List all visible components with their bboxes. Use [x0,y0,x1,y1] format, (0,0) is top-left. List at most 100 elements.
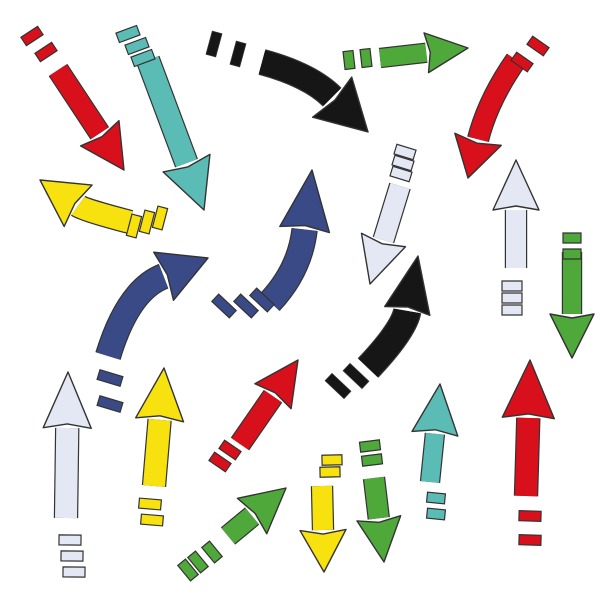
arrow-shaft-fill [55,427,79,519]
green-arrow-down-right [549,232,595,359]
arrow-up-right-icon [236,487,287,535]
arrow-up-icon [411,383,459,437]
arrow-dash [137,497,163,511]
arrow-dash [151,205,169,231]
arrow-dash [342,49,356,71]
arrow-dash [425,507,447,521]
arrow-shaft-fill [421,432,444,483]
arrow-down-icon [356,515,402,563]
arrow-up-right-icon [254,359,299,410]
arrow-dash [501,292,523,304]
arrow-dash [200,540,224,564]
arrow-dash [389,165,413,183]
arrow-dash [391,154,415,172]
arrow-up-icon [501,359,555,420]
arrow-shaft-fill [312,485,334,531]
arrow-down-icon [549,313,595,359]
arrow-shaft-fill [231,390,282,450]
teal-arrow-top [115,24,211,211]
arrow-shaft-fill [49,64,109,139]
navy-curved-arrow-left [95,251,209,414]
arrow-dash [96,394,124,414]
arrow-dash [324,372,352,400]
arrow-dash [425,491,447,505]
yellow-curved-arrow-left [39,179,169,239]
arrow-dash [342,362,370,390]
arrow-dash [358,439,382,453]
arrow-dash [186,550,210,574]
curved-arrow-icon [384,255,431,317]
green-arrow-bottom-center [356,439,402,563]
black-curved-arrow-top [205,30,369,133]
arrow-dash [139,513,165,527]
arrow-right-icon [423,32,469,74]
red-curved-arrow-right [454,35,550,179]
teal-arrow-bottom-right [411,383,459,521]
arrow-dash [208,451,232,473]
arrow-dash [393,143,417,161]
arrow-up-icon [492,159,540,211]
arrow-down-right-icon [79,119,125,171]
arrow-dash [34,41,58,63]
red-arrow-center-bottom [208,359,299,473]
arrow-dash [130,48,156,68]
arrow-shaft-fill [221,508,259,544]
pale-arrow-up-right [492,159,540,316]
arrow-dash [229,40,247,68]
arrow-up-icon [42,371,92,430]
red-arrow-bottom-right [501,359,555,546]
arrow-shaft-fill [96,265,169,360]
arrow-shaft-fill [261,227,317,311]
arrow-shaft-fill [258,50,341,106]
arrow-dash [210,293,238,319]
arrow-up-icon [134,367,185,423]
arrow-down-icon [162,153,211,211]
arrow-dash [176,558,200,582]
arrow-dash [501,280,523,292]
arrow-dash [321,454,343,466]
green-arrow-top-right [342,32,469,74]
arrow-dash [60,550,84,562]
arrow-dash [232,293,260,319]
arrow-dash [115,24,141,44]
arrow-dash [518,534,542,546]
arrow-dash [319,466,341,478]
arrow-dash [125,213,143,239]
yellow-arrow-bottom-left [134,367,185,527]
navy-curved-arrow-center [210,169,331,319]
curved-arrow-icon [454,132,502,179]
arrow-dash [360,453,384,467]
arrow-shaft-fill [358,307,421,377]
arrow-shaft-fill [143,418,171,487]
curved-arrow-icon [279,169,331,234]
black-curved-arrow-center [324,255,431,400]
arrow-dash [218,439,242,461]
arrow-dash [58,534,82,546]
arrow-dash [248,287,276,313]
arrow-dash [124,36,150,56]
arrow-dash [20,25,44,47]
arrow-down-icon [299,528,347,573]
arrow-shaft-fill [364,476,389,520]
arrow-dash [62,566,86,578]
arrow-dash [562,248,582,260]
arrow-dash [526,35,550,57]
green-arrow-bottom [176,487,287,582]
arrow-dash [518,510,542,522]
arrow-dash [205,30,223,58]
arrow-shaft-fill [378,43,428,67]
arrow-dash [138,209,156,235]
pale-arrow-center [360,143,417,285]
pale-arrow-bottom-left [42,371,92,578]
arrow-shaft-fill [373,183,410,243]
curved-arrow-icon [39,179,93,228]
arrow-dash [501,304,523,316]
arrow-down-icon [360,232,407,285]
curved-arrow-icon [153,251,209,301]
arrow-shaft-fill [468,54,525,142]
arrow-dash [96,368,124,388]
arrow-dash [562,232,582,244]
red-arrow-top-left [20,25,125,171]
curved-arrow-icon [311,76,369,133]
